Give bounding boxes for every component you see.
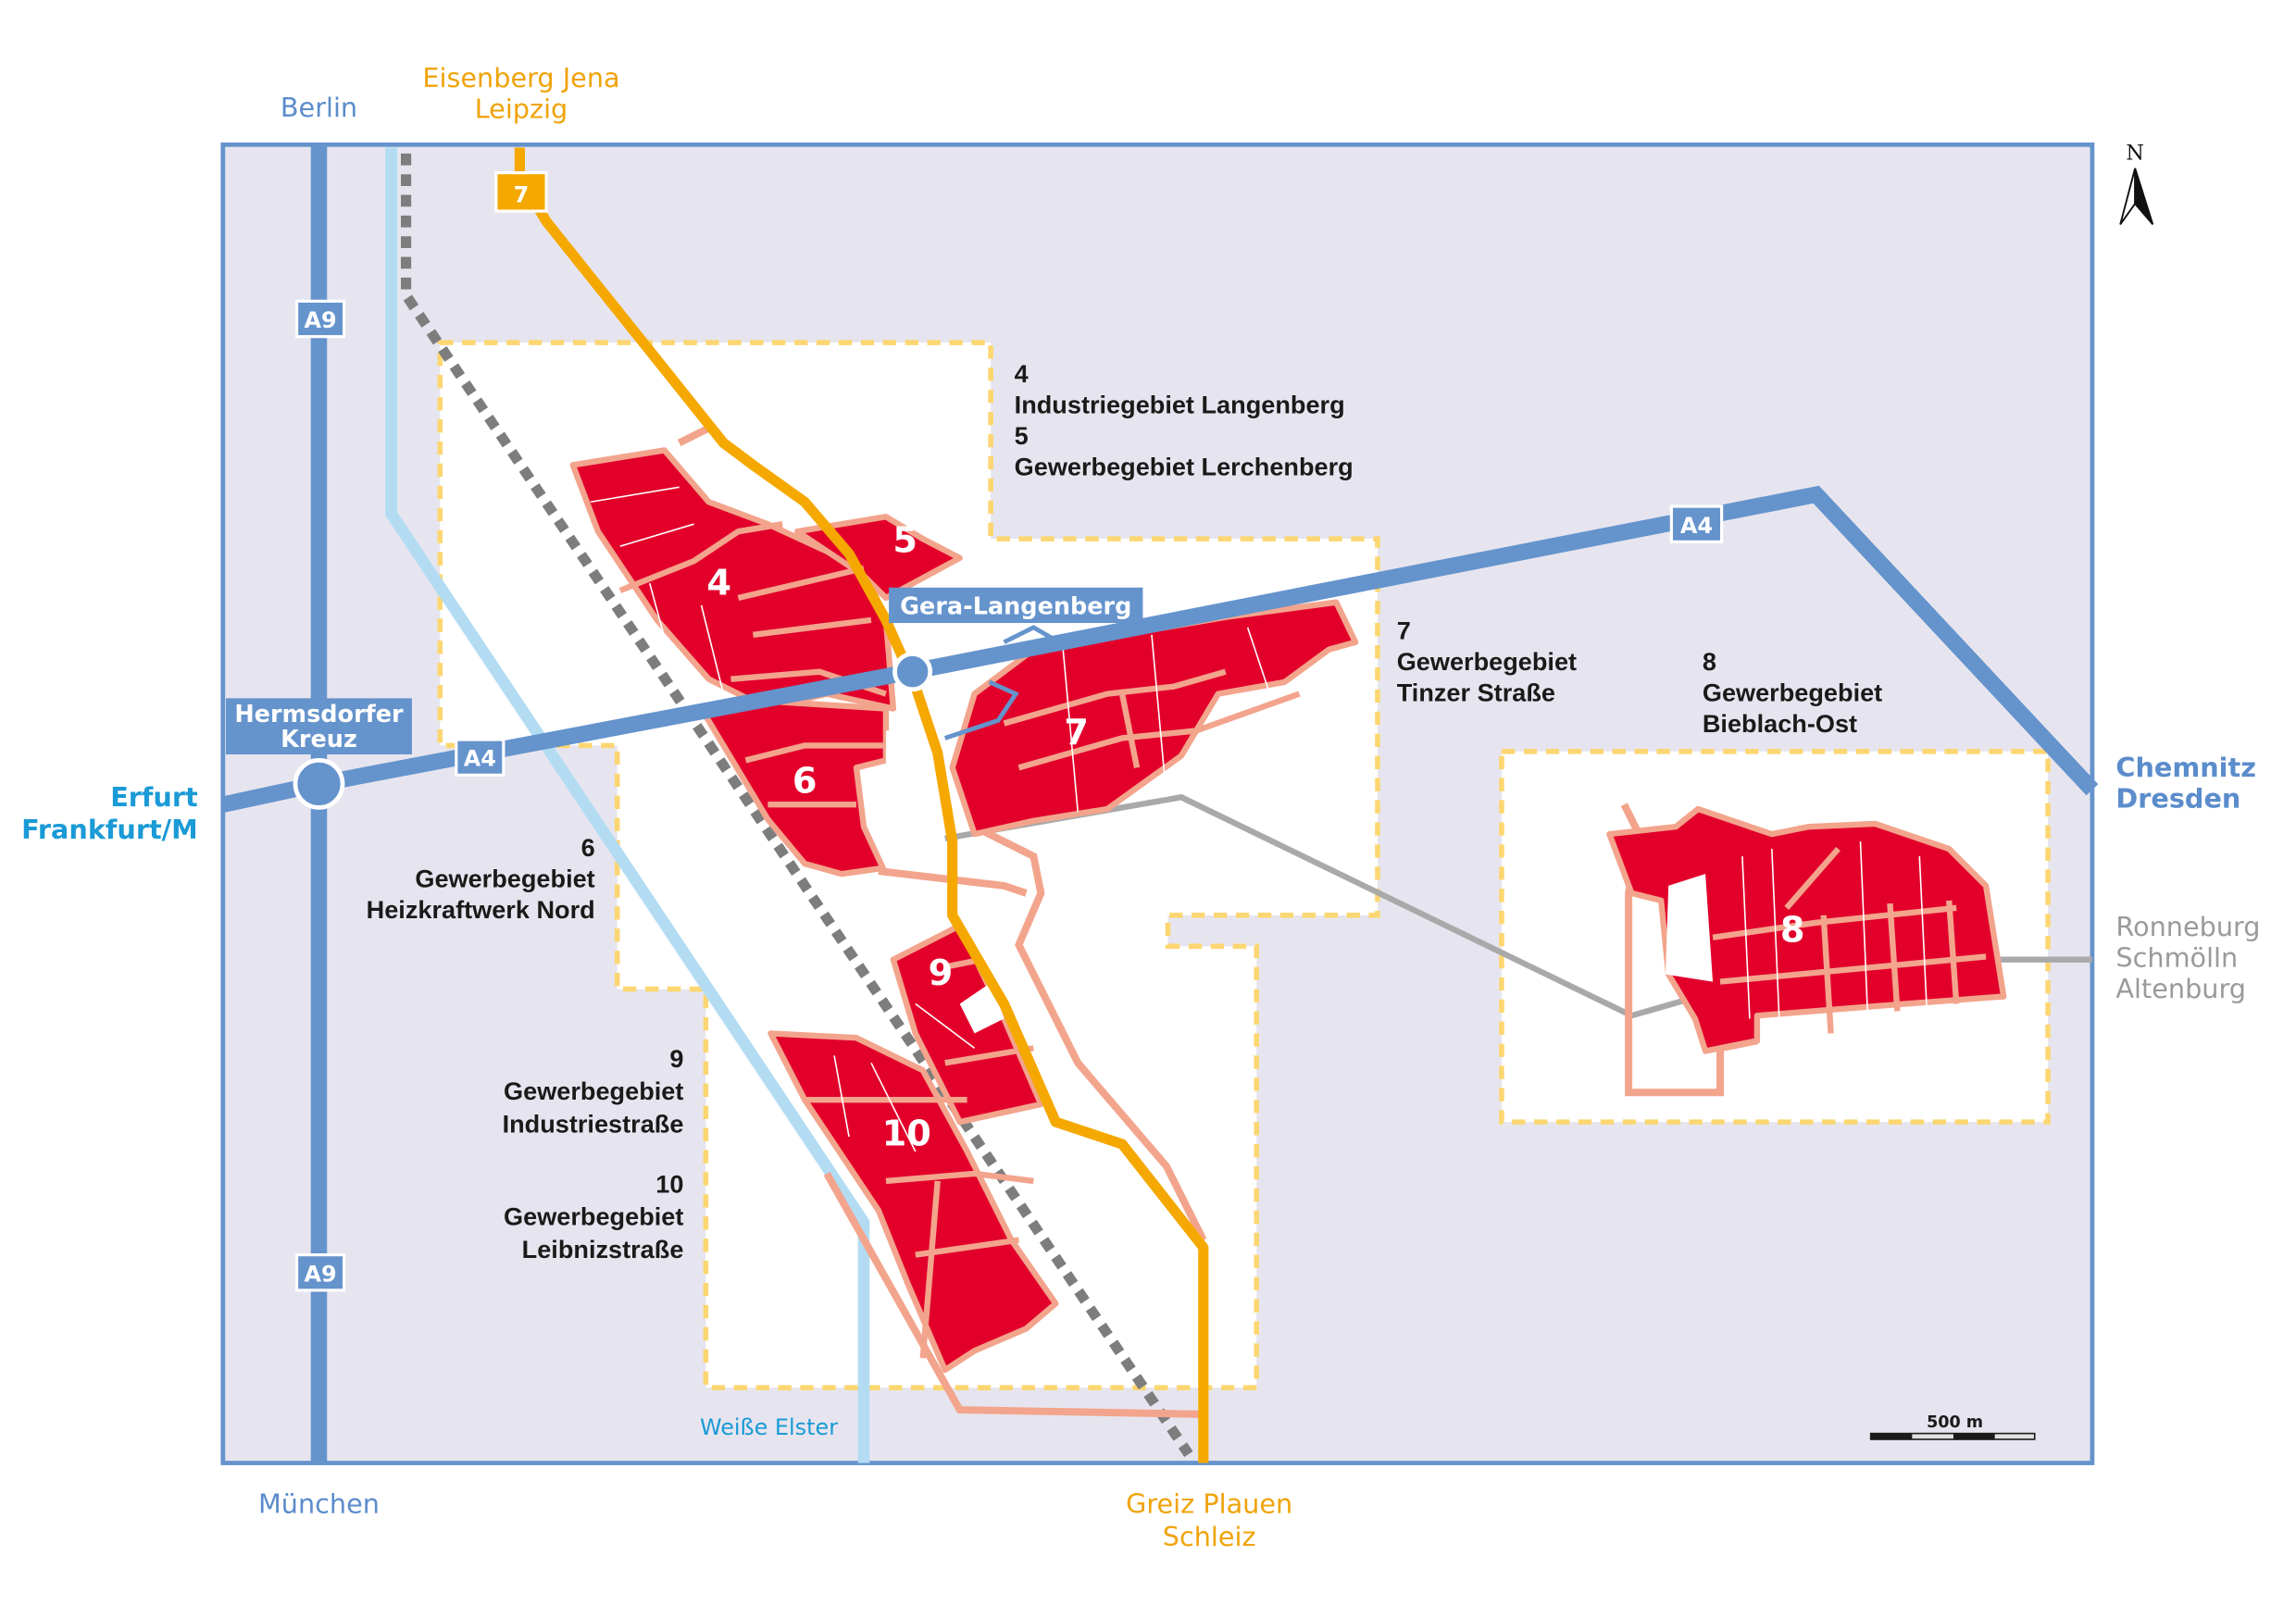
svg-text:Leibnizstraße: Leibnizstraße <box>522 1235 684 1263</box>
gera-langenberg-label: Gera-Langenberg <box>900 592 1131 620</box>
area-10 <box>767 1030 1059 1374</box>
hermsdorf-label-box <box>226 698 412 754</box>
direction-frankfurt: Frankfurt/M <box>21 814 198 845</box>
label-zone-6: 6 Gewerbegebiet Heizkraftwerk Nord <box>367 833 595 924</box>
svg-text:8: 8 <box>1703 647 1716 676</box>
railway-line <box>401 153 1193 1458</box>
industrial-areas <box>569 447 2007 1374</box>
svg-text:Heizkraftwerk Nord: Heizkraftwerk Nord <box>367 895 595 924</box>
svg-text:9: 9 <box>669 1044 683 1073</box>
svg-text:N: N <box>2126 141 2144 165</box>
area-number-9: 9 <box>929 952 954 994</box>
river-weisse-elster <box>385 147 870 1463</box>
label-zone-10: 10 Gewerbegebiet Leibnizstraße <box>504 1170 683 1263</box>
svg-text:4: 4 <box>1015 359 1029 388</box>
svg-text:Tinzer Straße: Tinzer Straße <box>1397 678 1555 707</box>
gera-label-box <box>889 587 1143 624</box>
junction-hermsdorfer-kreuz <box>293 757 345 810</box>
area-number-4: 4 <box>706 563 731 604</box>
svg-text:A9: A9 <box>305 307 337 333</box>
area-number-8: 8 <box>1780 910 1805 952</box>
svg-text:Gewerbegebiet: Gewerbegebiet <box>1703 678 1882 707</box>
svg-text:7: 7 <box>514 182 530 208</box>
svg-text:500 m: 500 m <box>1927 1413 1983 1432</box>
direction-erfurt: Erfurt <box>110 781 198 813</box>
svg-text:Gewerbegebiet: Gewerbegebiet <box>504 1077 683 1105</box>
direction-ronneburg: Ronneburg <box>2115 911 2260 942</box>
area-number-5: 5 <box>892 519 917 561</box>
direction-altenburg: Altenburg <box>2115 973 2246 1004</box>
direction-dresden: Dresden <box>2115 782 2240 814</box>
shield-b7: 7 <box>494 171 548 213</box>
svg-text:5: 5 <box>1015 421 1029 450</box>
svg-text:7: 7 <box>1397 616 1411 645</box>
svg-text:Gewerbegebiet: Gewerbegebiet <box>415 865 594 893</box>
svg-text:6: 6 <box>581 833 595 862</box>
label-zone-9: 9 Gewerbegebiet Industriestraße <box>503 1044 684 1138</box>
svg-text:10: 10 <box>655 1170 683 1199</box>
gera-ramps <box>943 625 1053 741</box>
area-number-10: 10 <box>882 1114 931 1155</box>
direction-muenchen: München <box>258 1488 380 1520</box>
svg-text:Industriegebiet Langenberg: Industriegebiet Langenberg <box>1015 391 1345 419</box>
svg-text:A4: A4 <box>464 746 496 772</box>
area-number-6: 6 <box>792 760 817 802</box>
river-label: Weiße Elster <box>700 1414 838 1440</box>
area-4 <box>569 447 897 712</box>
district-roads <box>677 424 1758 1418</box>
direction-eisenberg-jena: Eisenberg Jena <box>422 62 619 93</box>
scale-bar: 500 m <box>1869 1413 2036 1440</box>
shield-a4-left: A4 <box>455 738 505 777</box>
svg-text:A4: A4 <box>1680 513 1713 539</box>
svg-text:A9: A9 <box>305 1261 337 1287</box>
direction-chemnitz: Chemnitz <box>2115 752 2256 783</box>
shield-a9-bottom: A9 <box>294 1253 346 1292</box>
svg-text:Bieblach-Ost: Bieblach-Ost <box>1703 709 1857 738</box>
label-zone-7: 7 Gewerbegebiet Tinzer Straße <box>1397 616 1577 707</box>
direction-leipzig: Leipzig <box>475 93 568 125</box>
shield-a9-top: A9 <box>294 299 346 339</box>
direction-schleiz: Schleiz <box>1163 1521 1256 1552</box>
junction-gera-langenberg <box>892 652 933 692</box>
hermsdorf-label-line2: Kreuz <box>281 726 357 753</box>
label-zone-4-5: 4 Industriegebiet Langenberg 5 Gewerbege… <box>1015 359 1354 480</box>
parcel-lines <box>590 486 1928 1152</box>
parcel-roads <box>618 521 1987 1359</box>
direction-berlin: Berlin <box>281 92 357 123</box>
direction-schmoelln: Schmölln <box>2115 942 2238 974</box>
svg-text:Gewerbegebiet Lerchenberg: Gewerbegebiet Lerchenberg <box>1015 453 1354 481</box>
area-number-7: 7 <box>1064 712 1089 753</box>
svg-text:Gewerbegebiet: Gewerbegebiet <box>504 1202 683 1231</box>
svg-text:Industriestraße: Industriestraße <box>503 1109 684 1138</box>
svg-text:Gewerbegebiet: Gewerbegebiet <box>1397 647 1577 676</box>
hermsdorf-label-line1: Hermsdorfer <box>234 701 404 728</box>
shield-a4-right: A4 <box>1669 504 1724 543</box>
label-zone-8: 8 Gewerbegebiet Bieblach-Ost <box>1703 647 1882 738</box>
north-arrow-icon: N <box>2119 141 2154 226</box>
direction-greiz-plauen: Greiz Plauen <box>1126 1488 1292 1520</box>
